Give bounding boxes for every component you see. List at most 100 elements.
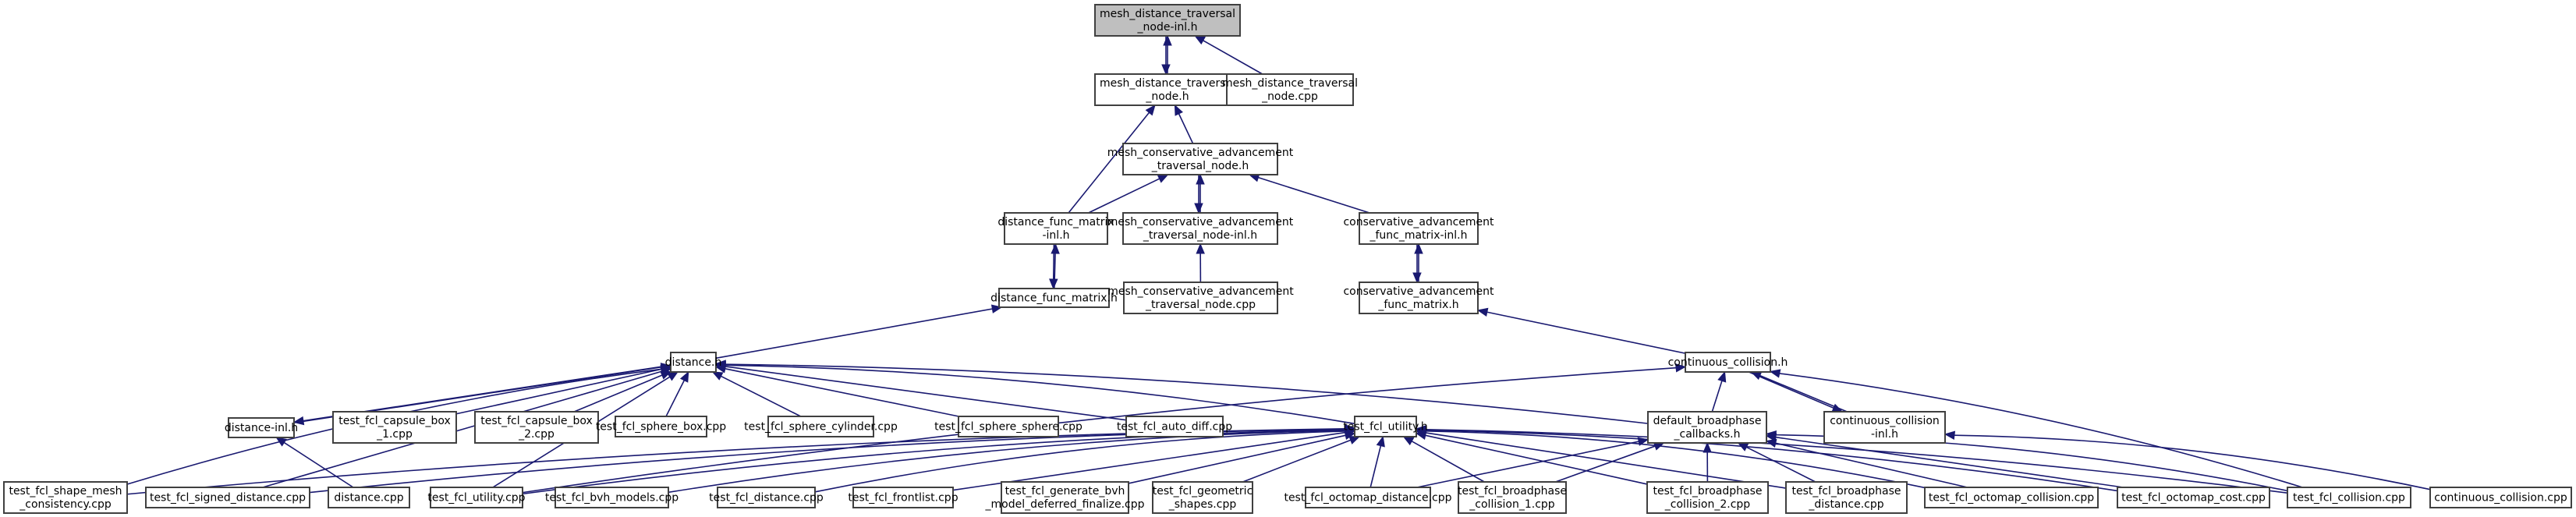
graph-node-test-fcl-capsule-box-1-cpp[interactable]: test_fcl_capsule_box_1.cpp (332, 411, 457, 444)
node-box[interactable] (1785, 481, 1908, 514)
graph-node-test-fcl-generate-bvh-model-deferred-finalize-cpp[interactable]: test_fcl_generate_bvh_model_deferred_fin… (984, 481, 1145, 514)
node-box[interactable] (1125, 416, 1224, 437)
graph-node-test-fcl-geometric-shapes-cpp[interactable]: test_fcl_geometric_shapes.cpp (1152, 481, 1253, 514)
node-box[interactable] (1359, 212, 1479, 245)
node-box[interactable] (3, 481, 128, 514)
node-box[interactable] (1354, 416, 1417, 437)
graph-node-distance-inl-h[interactable]: distance-inl.h (225, 417, 298, 438)
node-label: mesh_distance_traversal (1100, 8, 1235, 20)
node-box[interactable] (1094, 4, 1241, 37)
node-box[interactable] (2117, 487, 2270, 508)
graph-node-mesh-distance-traversal-node-inl-h[interactable]: mesh_distance_traversal_node-inl.h (1094, 4, 1241, 37)
graph-node-test-fcl-utility-cpp[interactable]: test_fcl_utility.cpp (427, 487, 526, 508)
arrowhead-icon (1161, 64, 1171, 76)
graph-node-test-fcl-octomap-distance-cpp[interactable]: test_fcl_octomap_distance.cpp (1284, 487, 1452, 508)
node-label: test_fcl_octomap_distance.cpp (1284, 492, 1451, 505)
node-box[interactable] (1458, 481, 1567, 514)
graph-node-continuous-collision-inl-h[interactable]: continuous_collision-inl.h (1823, 411, 1946, 444)
graph-node-test-fcl-frontlist-cpp[interactable]: test_fcl_frontlist.cpp (848, 487, 958, 508)
graph-node-conservative-advancement-func-matrix-inl-h[interactable]: conservative_advancement_func_matrix-inl… (1343, 212, 1494, 245)
graph-node-conservative-advancement-func-matrix-h[interactable]: conservative_advancement_func_matrix.h (1343, 282, 1494, 314)
node-box[interactable] (474, 411, 599, 444)
graph-node-default-broadphase-callbacks-h[interactable]: default_broadphase_callbacks.h (1647, 411, 1767, 444)
node-box[interactable] (1646, 481, 1769, 514)
graph-node-distance-func-matrix-h[interactable]: distance_func_matrix.h (990, 288, 1118, 308)
edge-line (1369, 445, 1382, 488)
node-box[interactable] (1305, 487, 1431, 508)
node-label: test_fcl_geometric (1153, 485, 1253, 498)
node-label: test_fcl_sphere_sphere.cpp (934, 421, 1082, 434)
arrowhead-icon (1402, 436, 1415, 446)
node-label: test_fcl_generate_bvh (1005, 485, 1125, 498)
node-box[interactable] (670, 352, 717, 373)
node-box[interactable] (717, 487, 816, 508)
node-box[interactable] (1685, 352, 1771, 373)
edge-line (1411, 441, 1485, 483)
node-box[interactable] (1152, 481, 1253, 514)
node-box[interactable] (555, 487, 669, 508)
graph-node-test-fcl-capsule-box-2-cpp[interactable]: test_fcl_capsule_box_2.cpp (474, 411, 599, 444)
arrowhead-icon (1476, 307, 1489, 317)
graph-node-continuous-collision-h[interactable]: continuous_collision.h (1668, 352, 1788, 373)
graph-node-test-fcl-sphere-cylinder-cpp[interactable]: test_fcl_sphere_cylinder.cpp (744, 416, 898, 437)
node-box[interactable] (1226, 73, 1354, 106)
graph-node-test-fcl-distance-cpp[interactable]: test_fcl_distance.cpp (709, 487, 824, 508)
graph-node-test-fcl-utility-h[interactable]: test_fcl_utility.h (1343, 416, 1428, 437)
graph-node-test-fcl-octomap-collision-cpp[interactable]: test_fcl_octomap_collision.cpp (1924, 487, 2099, 508)
node-label: continuous_collision.cpp (2434, 492, 2567, 505)
graph-node-mesh-distance-traversal-node-cpp[interactable]: mesh_distance_traversal_node.cpp (1222, 73, 1358, 106)
node-box[interactable] (2429, 487, 2572, 508)
graph-edge (1088, 174, 1169, 214)
node-box[interactable] (1122, 212, 1278, 245)
graph-node-mesh-distance-traversal-node-h[interactable]: mesh_distance_traversal_node.h (1094, 73, 1241, 106)
graph-node-mesh-conservative-advancement-traversal-node-inl-h[interactable]: mesh_conservative_advancement_traversal_… (1107, 212, 1294, 245)
node-box[interactable] (1122, 143, 1278, 175)
graph-node-test-fcl-octomap-cost-cpp[interactable]: test_fcl_octomap_cost.cpp (2117, 487, 2270, 508)
node-box[interactable] (328, 487, 410, 508)
edge-line (1775, 442, 1968, 488)
node-box[interactable] (1647, 411, 1767, 444)
node-box[interactable] (1823, 411, 1946, 444)
node-label: _traversal_node-inl.h (1143, 229, 1257, 242)
graph-node-test-fcl-broadphase-collision-2-cpp[interactable]: test_fcl_broadphase_collision_2.cpp (1646, 481, 1769, 514)
node-box[interactable] (958, 416, 1059, 437)
node-box[interactable] (145, 487, 310, 508)
graph-node-distance-cpp[interactable]: distance.cpp (328, 487, 410, 508)
graph-node-test-fcl-shape-mesh-consistency-cpp[interactable]: test_fcl_shape_mesh_consistency.cpp (3, 481, 128, 514)
graph-node-test-fcl-sphere-box-cpp[interactable]: test_fcl_sphere_box.cpp (596, 416, 726, 437)
graph-node-test-fcl-auto-diff-cpp[interactable]: test_fcl_auto_diff.cpp (1117, 416, 1232, 437)
graph-node-mesh-conservative-advancement-traversal-node-cpp[interactable]: mesh_conservative_advancement_traversal_… (1107, 282, 1294, 314)
node-box[interactable] (1004, 212, 1108, 245)
edge-line (1749, 371, 1834, 409)
node-box[interactable] (228, 417, 295, 438)
node-box[interactable] (1001, 481, 1129, 514)
graph-node-distance-func-matrix-inl-h[interactable]: distance_func_matrix-inl.h (997, 212, 1114, 245)
node-box[interactable] (1123, 282, 1278, 314)
graph-node-test-fcl-bvh-models-cpp[interactable]: test_fcl_bvh_models.cpp (545, 487, 679, 508)
arrowhead-icon (1414, 243, 1423, 254)
graph-node-test-fcl-broadphase-collision-1-cpp[interactable]: test_fcl_broadphase_collision_1.cpp (1458, 481, 1567, 514)
node-label: test_fcl_sphere_cylinder.cpp (744, 421, 898, 434)
node-box[interactable] (2287, 487, 2411, 508)
graph-edge (1415, 425, 2288, 494)
graph-node-continuous-collision-cpp[interactable]: continuous_collision.cpp (2429, 487, 2572, 508)
node-label: _func_matrix.h (1377, 299, 1458, 311)
node-box[interactable] (1094, 73, 1241, 106)
graph-node-test-fcl-broadphase-distance-cpp[interactable]: test_fcl_broadphase_distance.cpp (1785, 481, 1908, 514)
node-box[interactable] (332, 411, 457, 444)
node-box[interactable] (615, 416, 707, 437)
node-box[interactable] (852, 487, 954, 508)
node-box[interactable] (1924, 487, 2099, 508)
edge-line (1128, 434, 1346, 484)
node-box[interactable] (430, 487, 523, 508)
node-box[interactable] (1359, 282, 1479, 314)
edge-line (1779, 373, 2303, 488)
graph-node-distance-h[interactable]: distance.h (665, 352, 722, 373)
graph-node-mesh-conservative-advancement-traversal-node-h[interactable]: mesh_conservative_advancement_traversal_… (1107, 143, 1294, 175)
node-box[interactable] (998, 288, 1110, 308)
graph-node-test-fcl-sphere-sphere-cpp[interactable]: test_fcl_sphere_sphere.cpp (934, 416, 1082, 437)
graph-node-test-fcl-signed-distance-cpp[interactable]: test_fcl_signed_distance.cpp (145, 487, 310, 508)
graph-node-test-fcl-collision-cpp[interactable]: test_fcl_collision.cpp (2287, 487, 2411, 508)
node-box[interactable] (767, 416, 874, 437)
edge-line (1416, 441, 1639, 488)
